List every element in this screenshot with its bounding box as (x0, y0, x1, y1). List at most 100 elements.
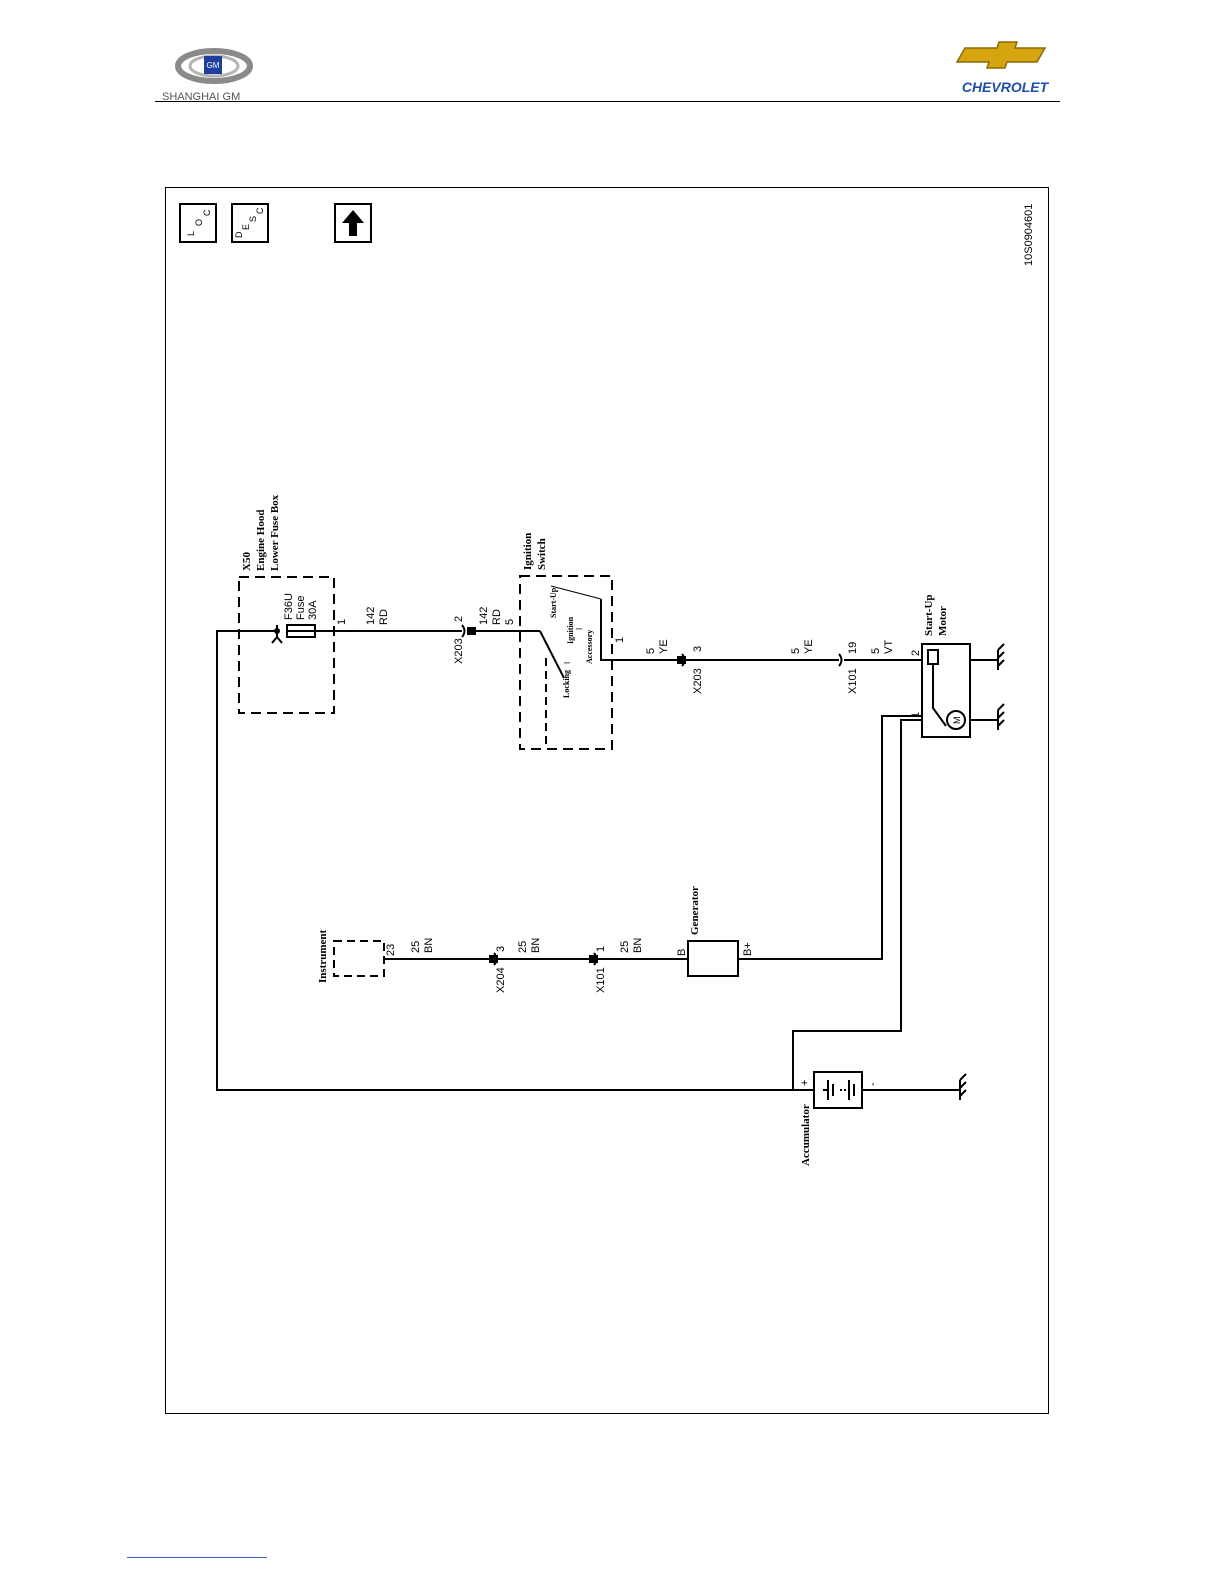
up-button-frame[interactable] (334, 203, 372, 243)
loc-letter-l: L (186, 231, 196, 236)
connector-x203-a-pin: 2 (453, 616, 465, 622)
connector-x101-a-label: X101 (847, 668, 859, 694)
motor-icon (946, 710, 966, 730)
accumulator-minus: - (867, 1082, 879, 1086)
connector-x203-a-label: X203 (453, 638, 465, 664)
wire-25bn-c-color: BN (632, 938, 644, 953)
loc-button-frame[interactable] (179, 203, 217, 243)
fuse-rating: 30A (307, 600, 319, 620)
connector-x101-b-label: X101 (595, 967, 607, 993)
generator-pin-bplus: B+ (742, 942, 754, 956)
ignition-start-contact (600, 599, 612, 661)
ground-icon (959, 1073, 967, 1100)
connector-x204-pin: 3 (495, 946, 507, 952)
shanghai-gm-logo-text: SHANGHAI GM (162, 91, 240, 103)
desc-button-frame[interactable] (231, 203, 269, 243)
wire-142b-color: RD (491, 609, 503, 625)
ignition-title-2: Switch (536, 538, 548, 570)
bowtie-icon (955, 41, 1047, 69)
starter-solenoid-link (932, 664, 947, 727)
wire-5ye-b-color: YE (803, 639, 815, 654)
wire-5vt-color: VT (883, 640, 895, 654)
fuse-box-outline (238, 576, 335, 714)
connector-x204-icon (489, 955, 498, 963)
ground-icon (997, 703, 1005, 730)
starter-solenoid-icon (927, 649, 939, 665)
wire-25bn-c-gauge: 25 (619, 941, 631, 953)
ignition-pin: 1 (614, 637, 626, 643)
generator-box (687, 940, 739, 977)
connector-x204-label: X204 (495, 967, 507, 993)
wire-bplus (738, 715, 922, 960)
fuse-box-title-3: Lower Fuse Box (269, 494, 281, 571)
gm-badge-icon (204, 56, 222, 74)
header-divider (155, 101, 1060, 102)
wiring-diagram-frame: L O C D E S C 10S0904601 X50 Engine Hood… (165, 187, 1049, 1414)
connector-x203-a-icon (467, 627, 476, 635)
starter-title-1: Start-Up (923, 594, 935, 636)
fuse-label: Fuse (295, 596, 307, 620)
connector-x203-b-pin: 3 (692, 646, 704, 652)
ignition-pos-startup: Start-Up (549, 587, 558, 618)
ignition-pos-accessory: Accessory (585, 630, 594, 664)
ignition-lever (539, 630, 565, 679)
connector-x203-a-socket (461, 624, 466, 638)
wire-142b-gauge: 142 (478, 607, 490, 625)
ignition-switch-outline (519, 575, 613, 750)
connector-x101-a-pin: 19 (847, 642, 859, 654)
wire-5vt-gauge: 5 (870, 648, 882, 654)
fuse-box-title-1: X50 (241, 552, 253, 571)
desc-letter-d: D (234, 231, 244, 238)
wire-25bn-a-gauge: 25 (410, 941, 422, 953)
chevrolet-logo-text: CHEVROLET (962, 79, 1050, 95)
wire-5ye-a-color: YE (658, 639, 670, 654)
motor-label: M (952, 717, 962, 725)
instrument-outline (333, 940, 385, 977)
starter-title-2: Motor (937, 606, 949, 636)
loc-letter-c: C (202, 209, 212, 216)
wire-25bn-a-color: BN (423, 938, 435, 953)
wire-142b-pin: 5 (504, 619, 516, 625)
connector-x101-b-pin: 1 (595, 946, 607, 952)
instrument-title: Instrument (317, 929, 329, 983)
starting-charging-wiring-diagram: L O C D E S C 10S0904601 X50 Engine Hood… (179, 203, 1035, 1166)
loc-letter-o: O (194, 219, 204, 226)
wire-25bn-b-color: BN (530, 938, 542, 953)
fuse-box-pin: 1 (336, 619, 348, 625)
gm-badge-text: GM (207, 61, 220, 70)
desc-letter-s: S (248, 216, 258, 222)
connector-x204-socket (493, 952, 498, 966)
fuse-junction-dot (274, 628, 280, 634)
starter-pin-1: 1 (910, 712, 922, 718)
accumulator-title: Accumulator (800, 1104, 812, 1166)
ignition-pos-ignition: Ignition (566, 616, 575, 644)
instrument-pin: 23 (385, 944, 397, 956)
wire-142-color: RD (378, 609, 390, 625)
wire-142-gauge: 142 (365, 607, 377, 625)
wire-5ye-a-gauge: 5 (645, 648, 657, 654)
shanghai-gm-logo: GM SHANGHAI GM (162, 48, 253, 103)
accumulator-plus: + (799, 1080, 811, 1086)
ignition-pos-locking: Locking (562, 670, 571, 698)
connector-x101-a-socket (838, 653, 843, 667)
up-arrow-icon[interactable] (342, 210, 364, 236)
starter-motor-box (921, 643, 971, 738)
ignition-start-line (550, 585, 602, 600)
chevrolet-logo: CHEVROLET (955, 41, 1050, 95)
connector-x101-b-socket (593, 952, 598, 966)
footer-rule (127, 1557, 267, 1558)
generator-pin-b: B (676, 949, 688, 956)
wire-25bn-b-gauge: 25 (517, 941, 529, 953)
desc-letter-e: E (241, 224, 251, 230)
ground-icon (997, 643, 1005, 670)
fuse-terminal-icon (271, 635, 283, 644)
diagram-id: 10S0904601 (1023, 204, 1035, 266)
wire-5ye-b-gauge: 5 (790, 648, 802, 654)
fuse-box-title-2: Engine Hood (255, 510, 267, 571)
wire-battery-starter (792, 719, 922, 1090)
ignition-title-1: Ignition (522, 533, 534, 570)
ignition-pos-ignition-num: I (575, 628, 584, 630)
ignition-pos-accessory-num: I (563, 662, 572, 664)
starter-pin-2: 2 (910, 650, 922, 656)
desc-letter-c: C (255, 207, 265, 214)
